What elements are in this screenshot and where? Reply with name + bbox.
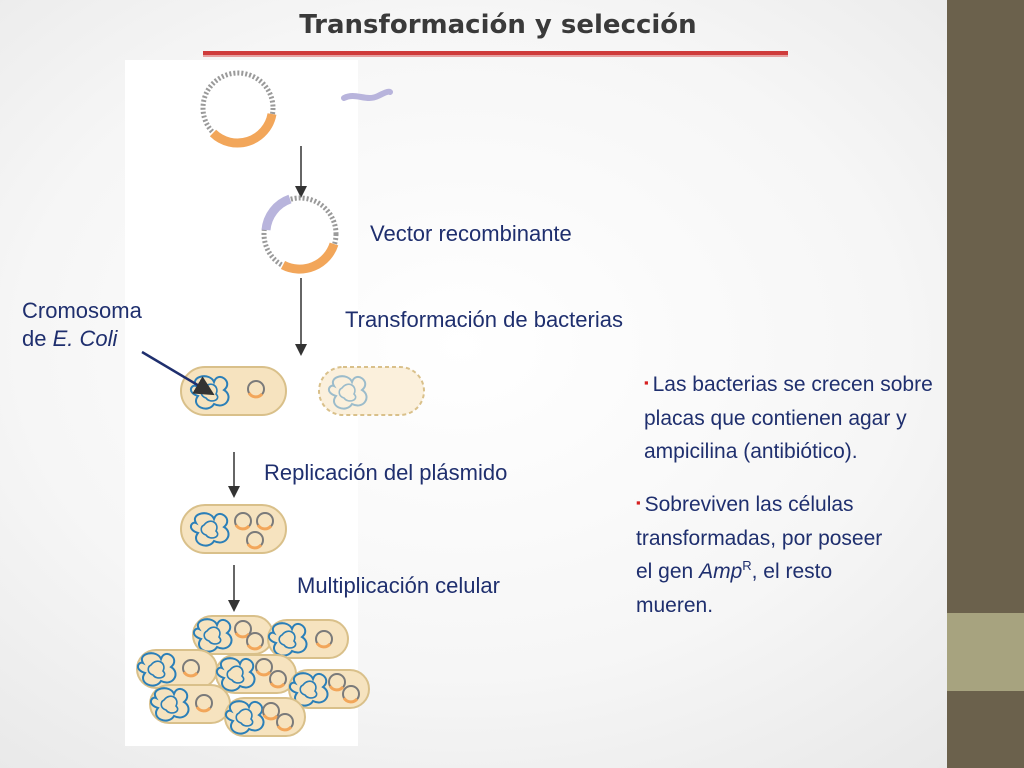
bullet-1-line3: ampicilina (antibiótico). xyxy=(644,440,858,464)
transformed-bacterium xyxy=(180,366,287,416)
chromosome-pointer-arrow xyxy=(141,350,215,396)
untransformed-bacterium xyxy=(318,366,425,416)
bacterial-colony xyxy=(136,615,370,737)
bullet-2-line1: ▪Sobreviven las células xyxy=(636,488,882,522)
bullet-point-2: ▪Sobreviven las células transformadas, p… xyxy=(636,488,882,622)
bullet-2-line1-text: Sobreviven las células xyxy=(644,493,854,516)
label-cromosoma-line2: de E. Coli xyxy=(22,325,142,353)
bullet-marker-icon: ▪ xyxy=(644,375,649,390)
bullet-2-line3-post: , el resto xyxy=(751,560,833,584)
recombinant-vector xyxy=(261,194,339,274)
label-ecoli: E. Coli xyxy=(52,325,118,351)
bullet-1-line1-text: Las bacterias se crecen sobre xyxy=(652,373,933,396)
label-cromosoma-de: de xyxy=(22,325,53,351)
bullet-point-1: ▪Las bacterias se crecen sobre placas qu… xyxy=(644,368,933,469)
bullet-2-line4: mueren. xyxy=(636,593,714,617)
label-transformacion-bacterias: Transformación de bacterias xyxy=(345,307,623,332)
label-replicacion-plasmido: Replicación del plásmido xyxy=(264,460,508,485)
dna-insert-fragment xyxy=(341,88,393,101)
bullet-2-line2: transformadas, por poseer xyxy=(636,526,883,550)
slide-title: Transformación y selección xyxy=(299,10,697,40)
label-vector-recombinante: Vector recombinante xyxy=(370,221,572,246)
bullet-2-line3-pre: el gen xyxy=(636,560,700,584)
bullet-1-line2: placas que contienen agar y xyxy=(644,406,907,430)
sidebar-accent-block xyxy=(947,613,1024,691)
label-cromosoma-line1: Cromosoma xyxy=(22,298,142,323)
gene-superscript: R xyxy=(742,558,752,574)
gene-name: Amp xyxy=(699,560,743,584)
title-underline xyxy=(203,51,788,57)
bullet-1-line1: ▪Las bacterias se crecen sobre xyxy=(644,368,933,402)
bullet-2-line3: el gen AmpR, el resto xyxy=(636,555,882,589)
replicated-bacterium xyxy=(180,504,287,554)
bullet-marker-icon: ▪ xyxy=(636,495,641,510)
label-cromosoma: Cromosoma de E. Coli xyxy=(22,297,142,352)
plasmid-vector xyxy=(200,70,277,148)
label-multiplicacion-celular: Multiplicación celular xyxy=(297,573,500,598)
